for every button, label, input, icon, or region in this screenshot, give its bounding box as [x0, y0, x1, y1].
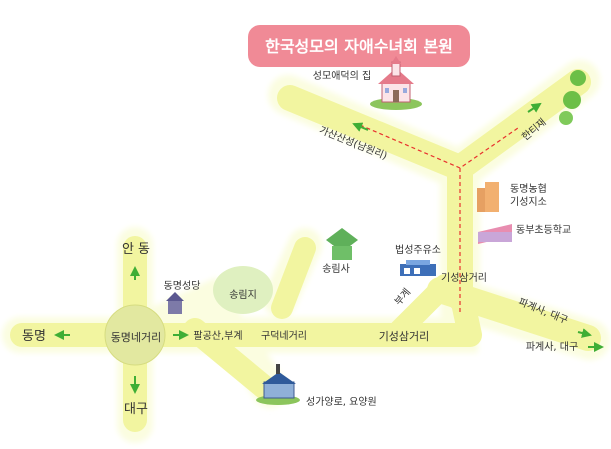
label-songrimji: 송림지: [229, 289, 257, 301]
label-dongmyeong-church: 동명성당: [164, 280, 201, 292]
label-palgongsan: 팔공산,부계: [193, 330, 242, 342]
songrimji-lake: [213, 266, 273, 314]
temple-icon: [326, 228, 358, 260]
route-dashed-line: [359, 124, 519, 315]
label-gas-station: 법성주유소: [395, 244, 441, 256]
direction-arrows: [54, 102, 604, 394]
arrow-pagyesa-upper: [577, 328, 592, 338]
arrow-hantije: [527, 102, 542, 113]
label-giseong-upper: 기성삼거리: [441, 272, 487, 284]
tree-icon: [559, 70, 586, 125]
chapel-small-icon: [256, 364, 300, 405]
label-school: 동부초등학교: [516, 224, 571, 236]
label-dongmyeong: 동명: [22, 329, 46, 344]
gas-station-icon: [400, 260, 436, 276]
label-dongmyeong-junction: 동명네거리: [111, 331, 162, 344]
road-main-east-west: [10, 286, 482, 347]
dongmyeong-junction-circle: [104, 304, 166, 366]
label-seongga: 성가양로, 요양원: [306, 396, 377, 408]
label-giseong-main: 기성삼거리: [379, 330, 430, 343]
bank-icon: [477, 182, 499, 212]
label-daegu: 대구: [124, 402, 148, 417]
road-hantije: [447, 69, 591, 181]
label-pagyesa-lower: 파계사, 대구: [526, 341, 578, 353]
place-labels: 성모애덕의 집 동명성당 송림지 송림사 법성주유소 동명농협 기성지소 동부초…: [164, 70, 572, 408]
title-banner: 한국성모의 자애수녀회 본원: [248, 25, 470, 67]
label-gudeok: 구덕네거리: [261, 330, 307, 342]
label-nonghyup: 동명농협 기성지소: [510, 182, 550, 208]
label-songrimsa: 송림사: [322, 263, 350, 275]
road-songrimsa: [271, 237, 316, 319]
road-bugye: [389, 274, 456, 341]
road-seongga: [183, 318, 282, 404]
page-title: 한국성모의 자애수녀회 본원: [265, 37, 453, 56]
road-network: [10, 69, 601, 432]
arrow-gasan: [352, 122, 369, 132]
school-icon: [478, 224, 512, 244]
label-convent: 성모애덕의 집: [313, 70, 371, 82]
label-andong: 안 동: [122, 242, 150, 257]
church-icon: [370, 56, 422, 110]
chapel-icon: [166, 292, 184, 314]
